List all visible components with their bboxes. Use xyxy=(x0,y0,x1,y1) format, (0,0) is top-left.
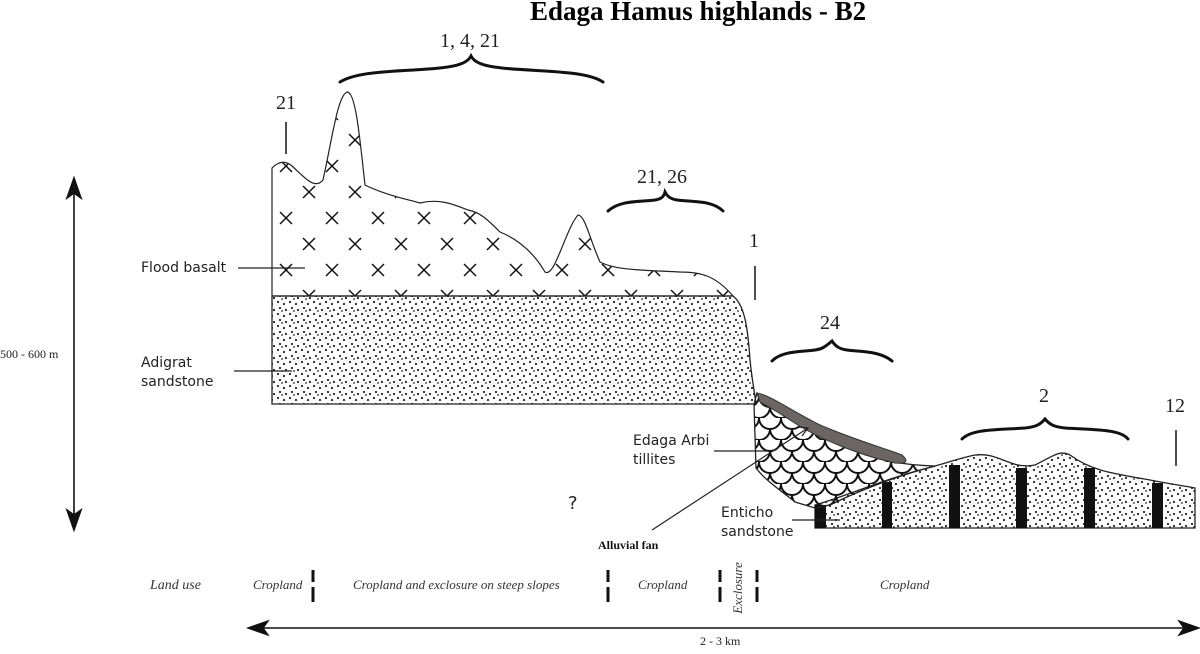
adigrat-sandstone-label: Adigrat sandstone xyxy=(141,355,214,390)
alluvial-fan-label: Alluvial fan xyxy=(598,538,659,552)
site-label-21-26: 21, 26 xyxy=(637,166,687,188)
flood-basalt-label: Flood basalt xyxy=(141,260,227,276)
land-use-segment-cropland-3: Cropland xyxy=(880,577,930,592)
site-label-2: 2 xyxy=(1039,385,1049,407)
land-use-heading: Land use xyxy=(150,578,201,593)
adigrat-sandstone-layer xyxy=(271,295,757,405)
brace-21-26 xyxy=(606,187,725,213)
land-use-segment-exclosure: Exclosure xyxy=(730,562,745,614)
alluvial-fan-leader xyxy=(651,427,809,531)
brace-2 xyxy=(960,416,1130,441)
site-label-1-4-21: 1, 4, 21 xyxy=(440,30,500,52)
enticho-sandstone-label: Enticho sandstone xyxy=(721,505,794,540)
horizontal-scale-arrow xyxy=(245,619,1200,637)
flood-basalt-layer xyxy=(271,91,735,297)
enticho-black-bands xyxy=(815,465,1163,528)
brace-1-4-21 xyxy=(338,52,605,84)
land-use-segment-cropland-2: Cropland xyxy=(638,577,688,592)
land-use-segment-steep-slopes: Cropland and exclosure on steep slopes xyxy=(353,577,560,592)
vertical-scale-arrow xyxy=(65,175,83,533)
site-label-1: 1 xyxy=(749,230,759,252)
land-use-segment-cropland-1: Cropland xyxy=(253,577,303,592)
alluvial-fan-layer xyxy=(756,392,907,464)
site-label-21: 21 xyxy=(276,92,296,114)
site-label-24: 24 xyxy=(820,312,840,334)
diagram-title: Edaga Hamus highlands - B2 xyxy=(530,0,867,26)
brace-24 xyxy=(770,338,894,363)
vertical-scale-label: 500 - 600 m xyxy=(0,347,59,361)
horizontal-scale-label: 2 - 3 km xyxy=(700,634,741,648)
unknown-marker: ? xyxy=(568,493,578,514)
edaga-arbi-tillites-label: Edaga Arbi tillites xyxy=(633,433,710,468)
site-label-12: 12 xyxy=(1165,395,1185,417)
